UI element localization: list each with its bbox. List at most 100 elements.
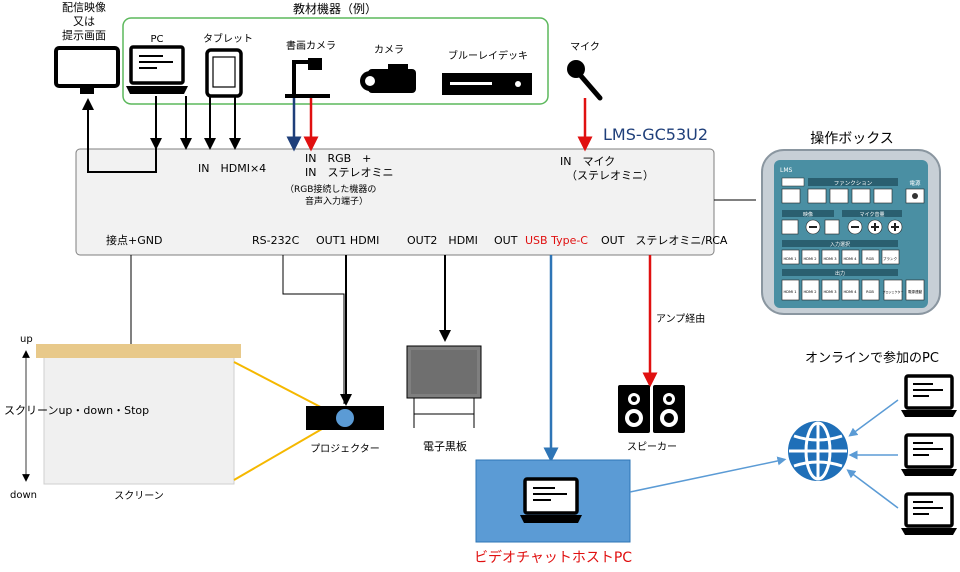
out-stereo-label: OUT ステレオミニ/RCA bbox=[601, 234, 728, 247]
panel-freeze-button[interactable] bbox=[781, 219, 799, 235]
down-label: down bbox=[10, 490, 37, 501]
panel-output-buttons: HDMI 1 HDMI 2 HDMI 3 HDMI 4 RGB プロジェクター … bbox=[781, 279, 925, 301]
panel-output-label-4: HDMI 4 bbox=[843, 290, 857, 294]
monitor-icon bbox=[54, 46, 120, 88]
display-label-2: 又は bbox=[73, 15, 95, 28]
panel-function-button-1[interactable] bbox=[807, 188, 827, 204]
laptop-icon bbox=[904, 433, 954, 469]
tablet-label: タブレット bbox=[203, 32, 253, 45]
panel-brand: LMS bbox=[780, 167, 793, 174]
contact-label: 接点+GND bbox=[106, 234, 162, 247]
panel-function-button-2[interactable] bbox=[829, 188, 849, 204]
panel-output-button[interactable] bbox=[861, 279, 880, 301]
panel-input-button[interactable] bbox=[861, 249, 880, 265]
screen-control-label: スクリーンup・down・Stop bbox=[4, 404, 149, 417]
online-pc-2 bbox=[901, 433, 957, 476]
equipment-group-title: 教材機器（例） bbox=[293, 1, 377, 16]
control-panel: LMS ファンクション 電源 映像 マイク音量 入力選択 bbox=[761, 149, 941, 315]
panel-button[interactable] bbox=[781, 188, 801, 204]
out-usb-prefix: OUT bbox=[494, 234, 518, 247]
panel-input-button[interactable] bbox=[781, 249, 800, 265]
panel-output-button[interactable] bbox=[801, 279, 820, 301]
video-camera-icon bbox=[368, 69, 416, 93]
rgb-note-2: 音声入力端子） bbox=[305, 195, 368, 207]
panel-projector-button[interactable] bbox=[883, 279, 903, 301]
panel-output: 出力 bbox=[835, 270, 845, 277]
host-laptop-icon bbox=[523, 477, 579, 515]
panel-function: ファンクション bbox=[834, 180, 873, 187]
in-rgb-label-1: IN RGB + bbox=[305, 152, 371, 165]
panel-input-label-1: HDMI 1 bbox=[783, 257, 796, 261]
rs232c-line bbox=[282, 255, 345, 404]
minus-icon bbox=[809, 226, 817, 228]
panel-output-button[interactable] bbox=[781, 279, 800, 301]
laptop-icon bbox=[129, 45, 185, 85]
document-camera-icon bbox=[292, 60, 314, 94]
laptop-icon bbox=[904, 374, 954, 410]
laptop-icon bbox=[904, 492, 954, 528]
host-pc-label: ビデオチャットホストPC bbox=[474, 549, 632, 566]
out2-label: OUT2 HDMI bbox=[407, 234, 478, 247]
panel-input-label-4: HDMI 4 bbox=[843, 257, 857, 261]
pc-equipment: PC bbox=[126, 34, 188, 94]
projector: プロジェクター bbox=[233, 361, 384, 481]
in-rgb-label-2: IN ステレオミニ bbox=[305, 166, 393, 179]
doc-camera-label: 書画カメラ bbox=[286, 39, 336, 52]
panel-power: 電源 bbox=[909, 179, 921, 187]
pc-label: PC bbox=[150, 34, 163, 45]
bluray-label: ブルーレイデッキ bbox=[448, 49, 528, 62]
control-box-title: 操作ボックス bbox=[810, 131, 894, 147]
microphone-icon bbox=[567, 60, 585, 78]
panel-input-button[interactable] bbox=[801, 249, 820, 265]
panel-input-label-5: RGB bbox=[866, 257, 874, 261]
microphone-equipment: マイク bbox=[567, 41, 603, 101]
projector-label: プロジェクター bbox=[310, 443, 380, 455]
screen: up down スクリーンup・down・Stop スクリーン bbox=[4, 334, 241, 502]
online-pc-1 bbox=[901, 374, 957, 417]
panel-power-link-button[interactable] bbox=[905, 279, 925, 301]
rgb-note-1: （RGB接続した機器の bbox=[285, 183, 376, 195]
internet-globe bbox=[788, 421, 848, 481]
panel-output-button[interactable] bbox=[841, 279, 860, 301]
speakers: スピーカー bbox=[618, 385, 685, 453]
output-to-display-arrow bbox=[82, 98, 157, 173]
in-mic-label-2: （ステレオミニ） bbox=[566, 169, 654, 182]
panel-output-label-3: HDMI 3 bbox=[823, 290, 836, 294]
panel-input-button[interactable] bbox=[841, 249, 860, 265]
minus-icon bbox=[851, 226, 859, 228]
device-name: LMS-GC53U2 bbox=[603, 125, 708, 144]
panel-input-button[interactable] bbox=[881, 249, 900, 265]
speaker-label: スピーカー bbox=[627, 441, 677, 453]
rs232c-label: RS-232C bbox=[252, 234, 300, 247]
panel-input-label-2: HDMI 2 bbox=[803, 257, 816, 261]
panel-input-label-6: ブランク bbox=[883, 256, 898, 261]
panel-input-button[interactable] bbox=[821, 249, 840, 265]
screen-housing bbox=[36, 344, 241, 358]
electronic-blackboard: 電子黒板 bbox=[406, 345, 482, 453]
online-pc-label: オンラインで参加のPC bbox=[805, 350, 939, 366]
panel-mic-volume: マイク音量 bbox=[860, 211, 885, 218]
projector-lens bbox=[334, 407, 356, 429]
in-hdmi-label: IN HDMI×4 bbox=[198, 162, 266, 175]
up-label: up bbox=[20, 334, 33, 345]
power-icon bbox=[912, 193, 918, 199]
display-monitor: 配信映像 又は 提示画面 bbox=[54, 1, 120, 94]
online-pc-1-arrow bbox=[848, 399, 899, 437]
host-pc: ビデオチャットホストPC bbox=[474, 459, 632, 566]
panel-function-button-4[interactable] bbox=[873, 188, 893, 204]
panel-output-button[interactable] bbox=[821, 279, 840, 301]
tablet-equipment: タブレット bbox=[203, 32, 253, 98]
camera-label: カメラ bbox=[374, 44, 404, 56]
panel-output-label-1: HDMI 1 bbox=[783, 290, 796, 294]
panel-function-button-3[interactable] bbox=[851, 188, 871, 204]
host-to-internet-arrow bbox=[629, 456, 787, 493]
projection-beam-bottom bbox=[233, 421, 335, 481]
mic-label: マイク bbox=[570, 41, 600, 53]
blackboard-label: 電子黒板 bbox=[423, 439, 467, 453]
lms-device-box bbox=[75, 148, 715, 256]
panel-output-label-2: HDMI 2 bbox=[803, 290, 816, 294]
document-camera-equipment: 書画カメラ bbox=[285, 39, 336, 98]
panel-mute-button[interactable] bbox=[824, 219, 840, 235]
